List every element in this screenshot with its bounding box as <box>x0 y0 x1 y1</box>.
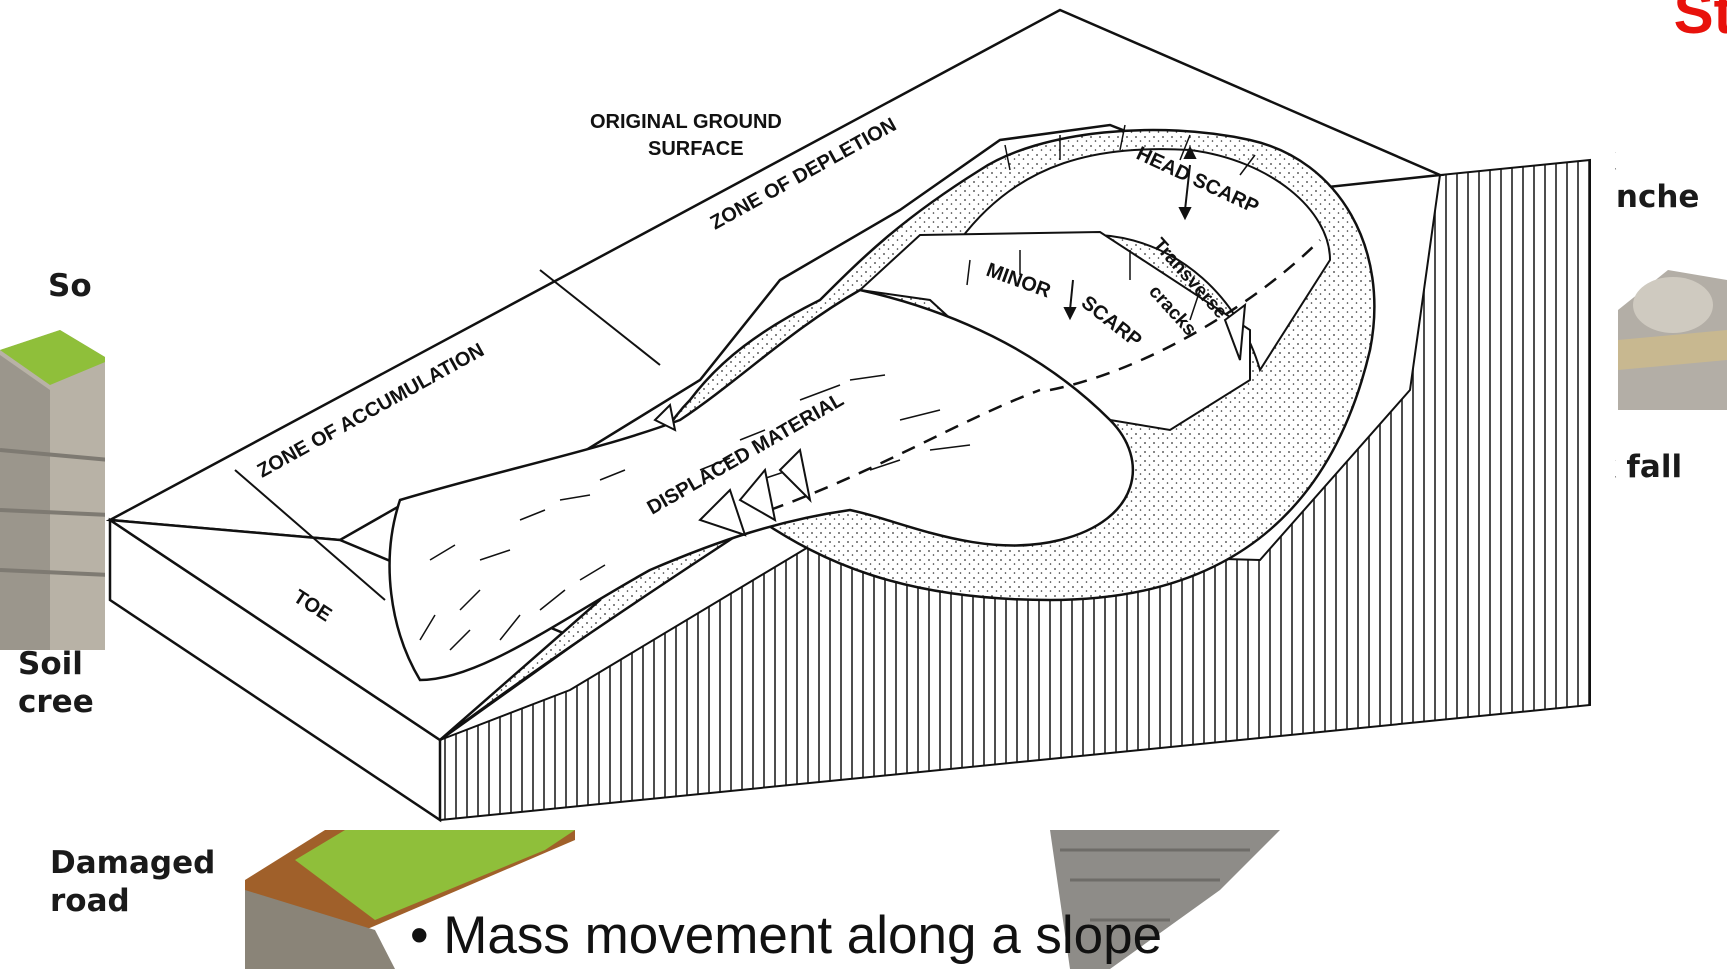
label-original-ground-surface-2: SURFACE <box>648 138 744 160</box>
label-original-ground-surface-1: ORIGINAL GROUND <box>590 111 782 133</box>
bullet-mass-movement: • Mass movement along a slope <box>410 905 1162 966</box>
